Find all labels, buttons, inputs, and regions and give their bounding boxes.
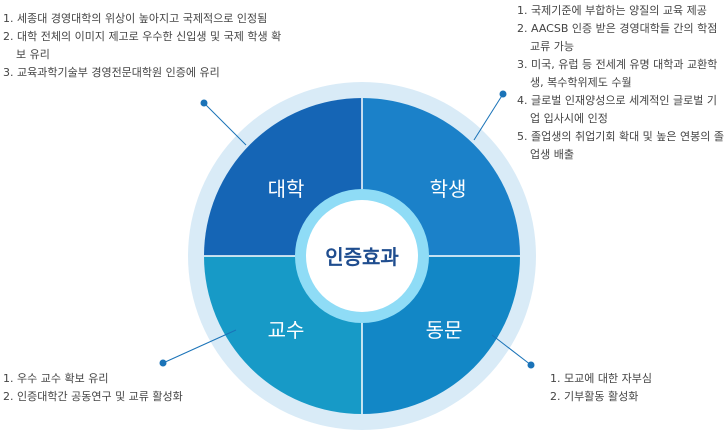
center-circle bbox=[306, 200, 418, 312]
note-item: 4. 글로벌 인재양성으로 세계적인 글로벌 기업 입사시에 인정 bbox=[517, 94, 718, 125]
quadrant-label-university: 대학 bbox=[268, 177, 305, 201]
connector-alumni bbox=[491, 334, 532, 366]
connector-student bbox=[473, 93, 504, 141]
note-item: 1. 세종대 경영대학의 위상이 높아지고 국제적으로 인정됨 bbox=[3, 12, 268, 25]
connector-dot-student bbox=[499, 90, 507, 98]
connector-faculty bbox=[162, 329, 237, 364]
quadrant-label-alumni: 동문 bbox=[426, 318, 463, 342]
connector-dot-alumni bbox=[527, 361, 535, 369]
note-item: 2. 기부활동 활성화 bbox=[550, 390, 639, 403]
quadrant-label-faculty: 교수 bbox=[268, 318, 305, 342]
note-item: 3. 미국, 유럽 등 전세계 유명 대학과 교환학생, 복수학위제도 수월 bbox=[517, 58, 718, 89]
note-item: 1. 우수 교수 확보 유리 bbox=[3, 372, 109, 385]
note-faculty: 1. 우수 교수 확보 유리 2. 인증대학간 공동연구 및 교류 활성화 bbox=[3, 370, 183, 406]
quadrant-label-student: 학생 bbox=[430, 177, 467, 201]
note-item: 1. 국제기준에 부합하는 양질의 교육 제공 bbox=[517, 4, 707, 17]
connector-dot-university bbox=[200, 99, 208, 107]
note-item: 3. 교육과학기술부 경영전문대학원 인증에 유리 bbox=[3, 66, 220, 79]
center-label: 인증효과 bbox=[325, 245, 399, 269]
connector-university bbox=[203, 102, 247, 146]
note-item: 5. 졸업생의 취업기회 확대 및 높은 연봉의 졸업생 배출 bbox=[517, 130, 724, 161]
note-item: 1. 모교에 대한 자부심 bbox=[550, 372, 652, 385]
note-item: 2. 대학 전체의 이미지 제고로 우수한 신입생 및 국제 학생 확보 유리 bbox=[3, 30, 282, 61]
note-item: 2. 인증대학간 공동연구 및 교류 활성화 bbox=[3, 390, 183, 403]
note-alumni: 1. 모교에 대한 자부심 2. 기부활동 활성화 bbox=[550, 370, 652, 406]
connectors bbox=[159, 90, 535, 369]
note-university: 1. 세종대 경영대학의 위상이 높아지고 국제적으로 인정됨 2. 대학 전체… bbox=[3, 10, 286, 82]
note-student: 1. 국제기준에 부합하는 양질의 교육 제공 2. AACSB 인증 받은 경… bbox=[517, 2, 724, 164]
connector-dot-faculty bbox=[159, 359, 167, 367]
note-item: 2. AACSB 인증 받은 경영대학들 간의 학점 교류 가능 bbox=[517, 22, 718, 53]
